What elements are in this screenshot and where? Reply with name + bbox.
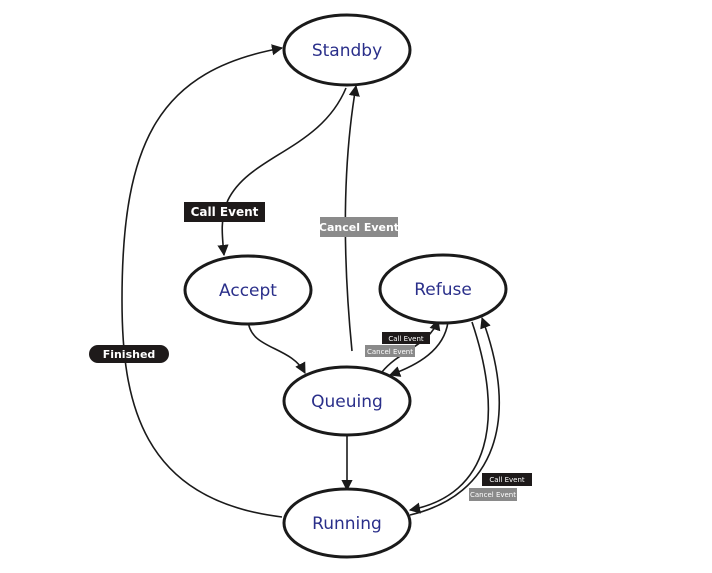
label-running-to-refuse: Call Event <box>482 473 532 486</box>
label-text: Call Event <box>489 476 525 484</box>
state-refuse-label: Refuse <box>414 280 472 300</box>
label-text: Call Event <box>191 205 259 219</box>
label-queuing-to-standby: Cancel Event <box>319 217 399 237</box>
state-accept: Accept <box>183 254 313 326</box>
state-standby-label: Standby <box>312 41 382 61</box>
state-queuing-label: Queuing <box>311 392 383 412</box>
label-text: Cancel Event <box>470 491 516 499</box>
label-standby-to-accept: Call Event <box>184 202 265 222</box>
label-running-to-standby: Finished <box>89 345 169 363</box>
edge-running-to-standby <box>121 44 284 518</box>
label-refuse-to-queuing: Cancel Event <box>365 345 415 357</box>
state-queuing: Queuing <box>282 365 412 437</box>
edge-refuse-to-running <box>408 321 490 514</box>
edge-standby-to-accept <box>217 87 347 257</box>
label-text: Finished <box>103 348 156 361</box>
state-accept-label: Accept <box>219 281 277 301</box>
state-running: Running <box>282 487 412 559</box>
edge-refuse-to-queuing <box>388 321 449 377</box>
label-text: Call Event <box>388 335 424 343</box>
state-refuse: Refuse <box>378 253 508 325</box>
label-queuing-to-refuse: Call Event <box>382 332 430 344</box>
edge-running-to-refuse <box>409 316 501 516</box>
label-refuse-to-running: Cancel Event <box>469 488 517 501</box>
state-standby: Standby <box>282 13 412 87</box>
label-text: Cancel Event <box>319 221 399 234</box>
edge-accept-to-queuing <box>247 319 306 374</box>
state-running-label: Running <box>312 514 382 534</box>
label-text: Cancel Event <box>367 348 413 356</box>
